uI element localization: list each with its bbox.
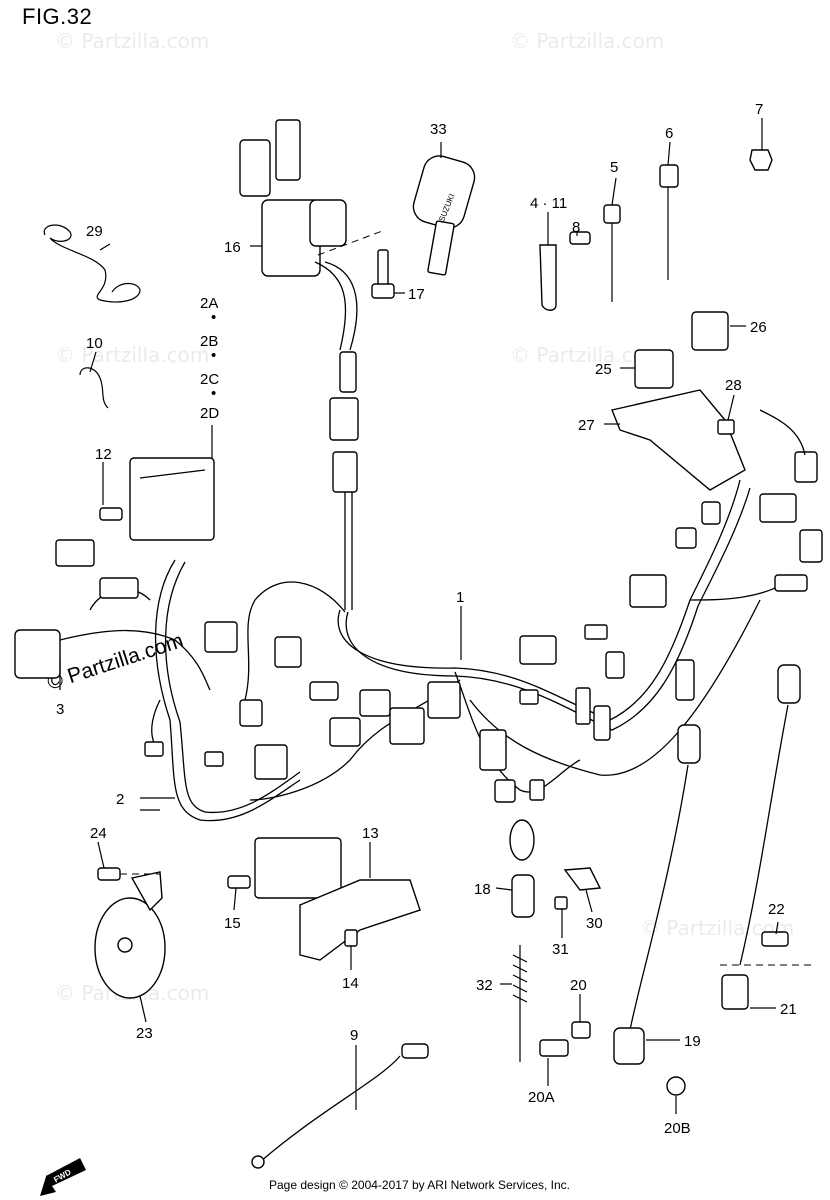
fuse-box (99, 457, 215, 541)
bolt-17 (371, 249, 395, 299)
callout-1: 1 (456, 589, 464, 606)
callout-19: 19 (684, 1033, 701, 1050)
brackets-and-ties (539, 149, 773, 311)
page-footer: Page design © 2004-2017 by ARI Network S… (269, 1178, 571, 1192)
spring-clip (43, 224, 141, 303)
callout-6: 6 (665, 125, 673, 142)
cable-9 (251, 1043, 429, 1169)
callout-17: 17 (408, 286, 425, 303)
callout-dot: • (211, 385, 216, 402)
callout-9: 9 (350, 1027, 358, 1044)
leader-lines (59, 118, 779, 1114)
callout-33: 33 (430, 121, 447, 138)
key: SUZUKI (412, 155, 476, 276)
callout-20: 20 (570, 977, 587, 994)
figure-title: FIG.32 (22, 4, 93, 29)
callout-23: 23 (136, 1025, 153, 1042)
callout-29: 29 (86, 223, 103, 240)
callout-labels: 1 2 2A • 2B • 2C • 2D 3 4 · 11 5 6 7 8 9… (56, 101, 797, 1137)
sub-harness (59, 559, 301, 822)
callout-15: 15 (224, 915, 241, 932)
callout-3: 3 (56, 701, 64, 718)
callout-14: 14 (342, 975, 359, 992)
watermark: © Partzilla.com (55, 343, 209, 367)
callout-13: 13 (362, 825, 379, 842)
callout-dot: • (211, 309, 216, 326)
callout-28: 28 (725, 377, 742, 394)
callout-25: 25 (595, 361, 612, 378)
callout-2d: 2D (200, 405, 219, 422)
callout-10: 10 (86, 335, 103, 352)
fwd-arrow: FWD (40, 1158, 86, 1196)
callout-20a: 20A (528, 1089, 555, 1106)
ignition-switch (239, 119, 386, 393)
callout-7: 7 (755, 101, 763, 118)
callout-4-11: 4 · 11 (530, 195, 567, 212)
callout-16: 16 (224, 239, 241, 256)
callout-22: 22 (768, 901, 785, 918)
watermark: © Partzilla.com (55, 29, 209, 53)
watermark: © Partzilla.com (510, 29, 664, 53)
callout-31: 31 (552, 941, 569, 958)
callout-21: 21 (780, 1001, 797, 1018)
callout-8: 8 (572, 219, 580, 236)
callout-5: 5 (610, 159, 618, 176)
callout-2a: 2A (200, 295, 218, 312)
callout-30: 30 (586, 915, 603, 932)
callout-dot: • (211, 347, 216, 364)
callout-26: 26 (750, 319, 767, 336)
horn (94, 867, 166, 999)
relay-3 (14, 539, 139, 679)
callout-18: 18 (474, 881, 491, 898)
sensors (539, 664, 815, 1096)
callout-24: 24 (90, 825, 107, 842)
callout-20b: 20B (664, 1120, 691, 1137)
callout-12: 12 (95, 446, 112, 463)
switch-and-spring (511, 867, 602, 1062)
callout-27: 27 (578, 417, 595, 434)
callout-2: 2 (116, 791, 124, 808)
callout-2b: 2B (200, 333, 218, 350)
relay-bracket (611, 311, 806, 491)
callout-2c: 2C (200, 371, 219, 388)
junction-bracket (227, 837, 421, 961)
connectors (144, 397, 823, 861)
callout-32: 32 (476, 977, 493, 994)
clamp-10 (79, 367, 109, 409)
